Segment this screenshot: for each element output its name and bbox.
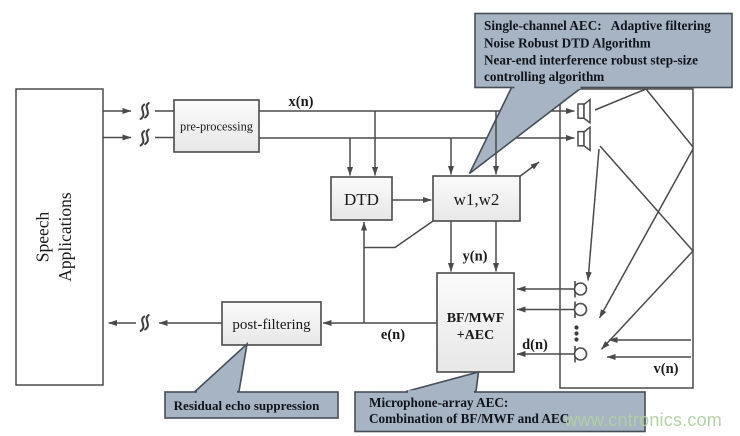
svg-text:y(n): y(n) (463, 249, 488, 265)
svg-text:w1,w2: w1,w2 (454, 190, 500, 209)
svg-text:x(n): x(n) (289, 94, 314, 110)
svg-text:+AEC: +AEC (457, 328, 495, 343)
svg-text:Combination of BF/MWF and AEC: Combination of BF/MWF and AEC (369, 411, 569, 426)
svg-text:Near-end interference robust s: Near-end interference robust step-size (484, 53, 698, 68)
svg-text:Noise Robust DTD Algorithm: Noise Robust DTD Algorithm (484, 36, 651, 51)
svg-text:Residual echo suppression: Residual echo suppression (174, 398, 320, 413)
svg-text:post-filtering: post-filtering (232, 317, 311, 333)
svg-text:controlling algorithm: controlling algorithm (484, 69, 604, 84)
svg-text:e(n): e(n) (381, 327, 405, 343)
svg-text:Microphone-array AEC:: Microphone-array AEC: (369, 395, 508, 410)
svg-text:Single-channel AEC: Adaptive: Single-channel AEC: Adaptive filtering (484, 18, 711, 33)
svg-text:d(n): d(n) (522, 337, 548, 353)
svg-text:pre-processing: pre-processing (180, 120, 253, 134)
svg-text:DTD: DTD (344, 190, 379, 209)
svg-text:v(n): v(n) (654, 361, 679, 377)
svg-text:Speech: Speech (33, 211, 53, 262)
svg-text:BF/MWF: BF/MWF (447, 311, 505, 326)
svg-text:www.cntronics.com: www.cntronics.com (564, 410, 722, 430)
svg-text:Applications: Applications (55, 192, 75, 282)
